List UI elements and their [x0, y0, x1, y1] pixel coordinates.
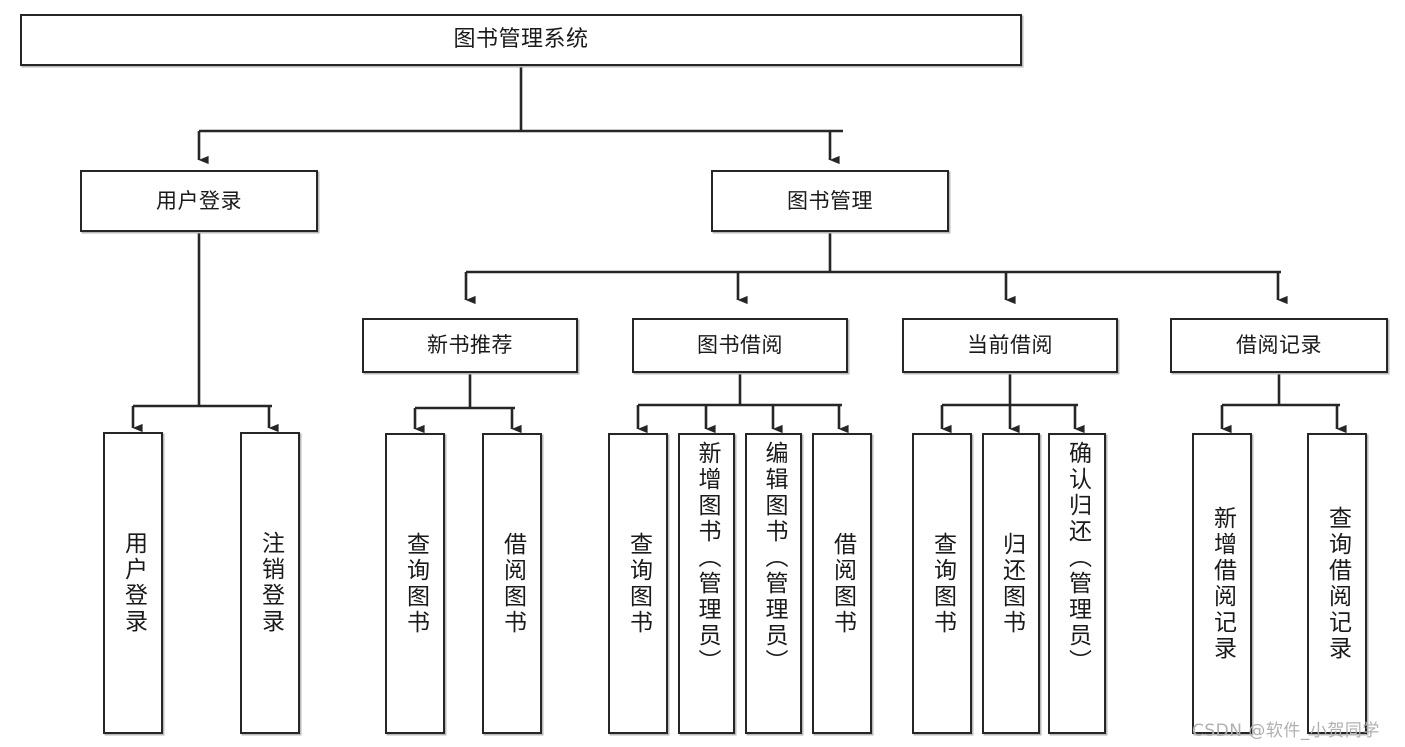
node-leaf-query-book-1[interactable]: 查询图书 — [385, 433, 445, 734]
node-book-borrow-label: 图书借阅 — [697, 333, 783, 358]
node-book-borrow[interactable]: 图书借阅 — [632, 318, 848, 373]
node-root-system-label: 图书管理系统 — [453, 27, 589, 53]
node-leaf-user-logout[interactable]: 注销登录 — [240, 432, 300, 734]
node-leaf-user-login-label: 用户登录 — [120, 531, 147, 635]
node-book-manage[interactable]: 图书管理 — [711, 170, 949, 232]
node-leaf-query-book-3-label: 查询图书 — [929, 531, 956, 636]
node-leaf-add-book[interactable]: 新增图书（管理员） — [678, 433, 735, 734]
node-leaf-add-record[interactable]: 新增借阅记录 — [1192, 433, 1252, 734]
node-leaf-query-book-3[interactable]: 查询图书 — [912, 433, 972, 734]
node-leaf-borrow-book-1-label: 借阅图书 — [499, 531, 526, 636]
node-current-borrow[interactable]: 当前借阅 — [902, 318, 1118, 373]
node-leaf-return-book[interactable]: 归还图书 — [982, 433, 1040, 734]
node-leaf-confirm-return-label: 确认归还（管理员） — [1064, 441, 1091, 675]
node-leaf-edit-book-label: 编辑图书（管理员） — [761, 441, 787, 675]
node-leaf-add-book-label: 新增图书（管理员） — [694, 441, 720, 675]
node-leaf-query-record-label: 查询借阅记录 — [1324, 505, 1351, 662]
node-leaf-query-record[interactable]: 查询借阅记录 — [1307, 433, 1367, 734]
node-leaf-borrow-book-2[interactable]: 借阅图书 — [812, 433, 872, 734]
node-leaf-query-book-2[interactable]: 查询图书 — [608, 433, 668, 734]
node-leaf-user-login[interactable]: 用户登录 — [103, 432, 163, 734]
node-book-manage-label: 图书管理 — [787, 188, 873, 213]
node-leaf-edit-book[interactable]: 编辑图书（管理员） — [745, 433, 802, 734]
node-leaf-user-logout-label: 注销登录 — [257, 531, 284, 635]
node-leaf-borrow-book-2-label: 借阅图书 — [829, 531, 856, 636]
node-new-book-recommend[interactable]: 新书推荐 — [362, 318, 578, 373]
node-user-login[interactable]: 用户登录 — [80, 170, 318, 232]
node-leaf-add-record-label: 新增借阅记录 — [1209, 505, 1236, 662]
csdn-watermark: CSDN @软件_小贺同学 — [1192, 721, 1380, 741]
node-borrow-record[interactable]: 借阅记录 — [1170, 318, 1388, 373]
node-leaf-borrow-book-1[interactable]: 借阅图书 — [482, 433, 542, 734]
node-root-system[interactable]: 图书管理系统 — [20, 14, 1022, 66]
node-leaf-query-book-2-label: 查询图书 — [625, 531, 652, 636]
node-leaf-confirm-return[interactable]: 确认归还（管理员） — [1048, 433, 1106, 734]
node-leaf-query-book-1-label: 查询图书 — [402, 531, 429, 636]
node-borrow-record-label: 借阅记录 — [1236, 333, 1322, 358]
node-current-borrow-label: 当前借阅 — [967, 333, 1053, 358]
node-user-login-label: 用户登录 — [156, 188, 242, 213]
node-new-book-recommend-label: 新书推荐 — [427, 333, 513, 358]
node-leaf-return-book-label: 归还图书 — [998, 531, 1025, 636]
